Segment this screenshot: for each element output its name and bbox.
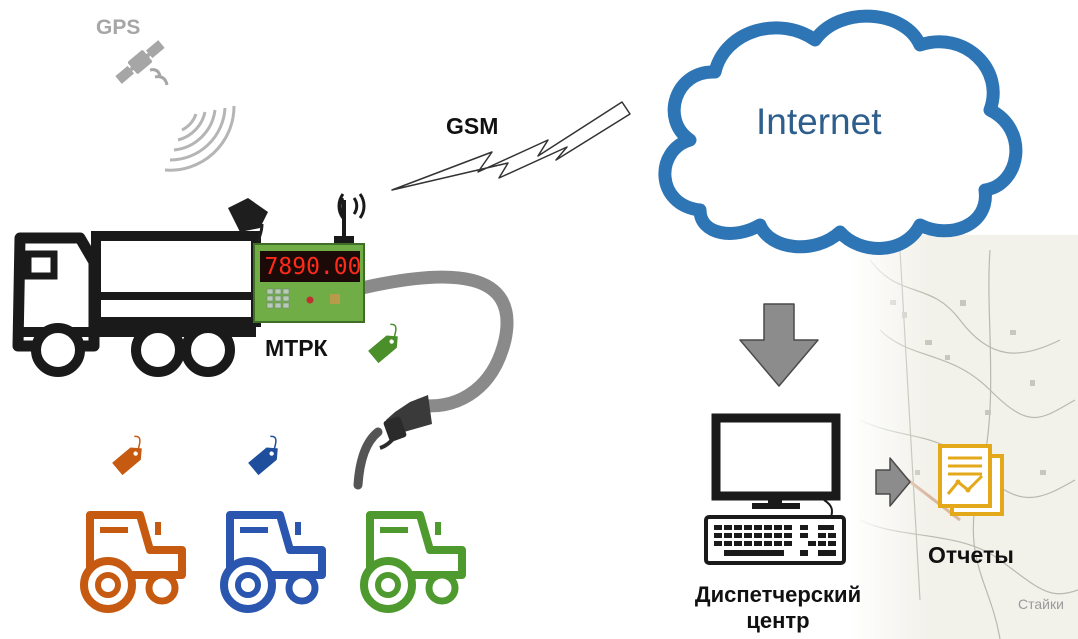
- fuel-display-readout: 7890.00: [264, 254, 362, 280]
- keyboard-icon: [704, 515, 846, 565]
- fuel-hose: [355, 270, 514, 413]
- tag-icon-blue: [248, 435, 278, 476]
- dispatch-center-label: Диспетчерский центр: [694, 582, 862, 633]
- tractor-icon-blue: [220, 511, 326, 613]
- satellite-icon: [115, 40, 169, 86]
- tractor-icon-orange: [80, 511, 186, 613]
- fuel-nozzle-icon: [353, 395, 432, 490]
- truck-icon: [12, 231, 261, 377]
- gps-antenna-puck: [228, 198, 268, 251]
- report-icon: [938, 444, 1004, 516]
- right-arrow-icon: [875, 457, 911, 507]
- tag-icon-orange: [112, 435, 142, 476]
- tractor-icon-green: [360, 511, 466, 613]
- cloud-icon: [658, 9, 1023, 255]
- internet-label: Internet: [756, 101, 882, 142]
- mtrk-unit: [253, 243, 365, 323]
- antenna-icon: [334, 193, 366, 248]
- computer-icon: [711, 413, 841, 521]
- gsm-label: GSM: [446, 113, 499, 139]
- map-background: [850, 235, 1078, 639]
- tag-icon-mtrk: [368, 323, 398, 364]
- map-place-label: Стайки: [1018, 596, 1064, 612]
- mtrk-label: МТРК: [265, 335, 328, 361]
- keypad: [266, 288, 290, 309]
- lightning-icon: [391, 101, 631, 191]
- reports-label: Отчеты: [928, 542, 1014, 568]
- down-arrow-icon: [739, 303, 819, 387]
- signal-waves-icon: [164, 105, 236, 172]
- gps-label: GPS: [96, 16, 141, 39]
